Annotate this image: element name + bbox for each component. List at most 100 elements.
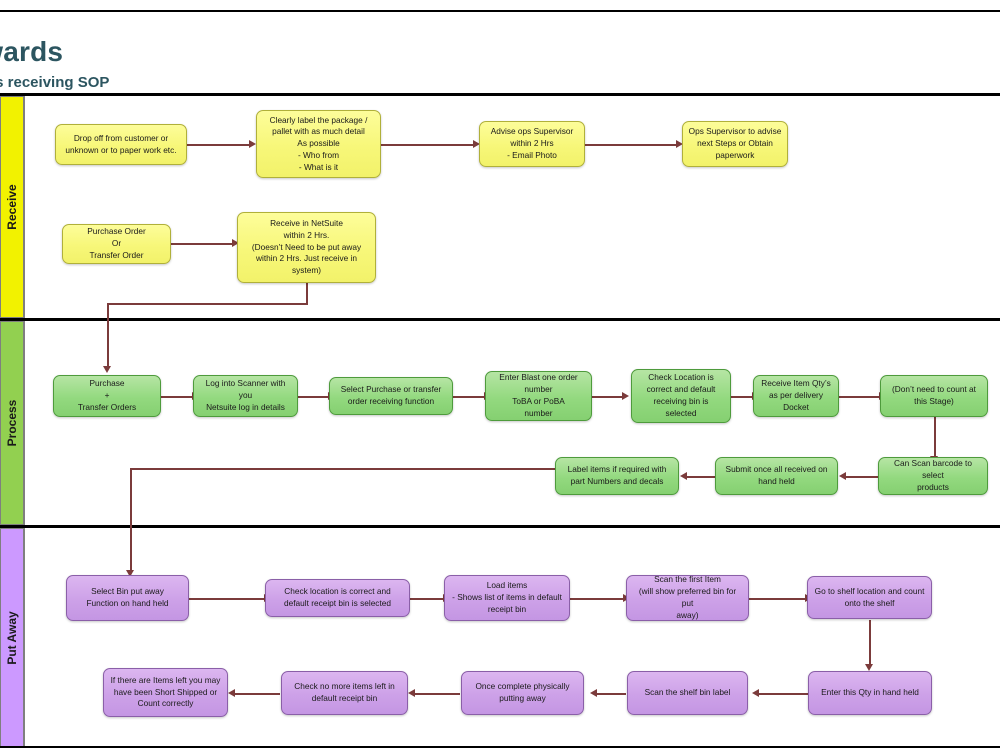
connector-loaditems-to-scanfirst (570, 598, 624, 600)
node-enter-qty[interactable]: Enter this Qty in hand held (808, 671, 932, 715)
node-label: Ops Supervisor to advise next Steps or O… (688, 126, 782, 160)
swimlane-label-process: Process (5, 399, 19, 447)
arrowhead-check-no-more-items (408, 689, 415, 697)
arrowhead-check-location (622, 392, 629, 400)
node-label: Check no more items left in default rece… (294, 681, 395, 703)
swimlane-label-receive: Receive (5, 184, 19, 230)
swimlane-band-process: Process (0, 321, 24, 525)
swimlane-label-putaway: Put Away (5, 611, 19, 665)
connector-scanfirst-to-goshelf (749, 598, 806, 600)
connector-blast-to-check-location (592, 396, 623, 398)
node-label: If there are Items left you may have bee… (110, 674, 221, 709)
node-label: Load items - Shows list of items in defa… (452, 580, 562, 614)
arrowhead-ops-next-steps (676, 140, 683, 148)
top-divider (0, 10, 1000, 12)
node-label: Enter this Qty in hand held (821, 687, 919, 698)
node-check-location[interactable]: Check Location is correct and default re… (631, 369, 731, 423)
connector-dropoff-to-label (187, 144, 250, 146)
node-label: Enter Blast one order number ToBA or PoB… (499, 372, 578, 418)
page-title: Inwards (0, 36, 64, 67)
node-label-items[interactable]: Label items if required with part Number… (555, 457, 679, 495)
connector-enterqty-to-scanbin (758, 693, 808, 695)
node-label-package[interactable]: Clearly label the package / pallet with … (256, 110, 381, 178)
node-label: Receive in NetSuite within 2 Hrs. (Doesn… (251, 218, 362, 276)
node-can-scan-barcode[interactable]: Can Scan barcode to select products (878, 457, 988, 495)
arrowhead-advise-ops (473, 140, 480, 148)
arrowhead-short-shipped (228, 689, 235, 697)
node-short-shipped[interactable]: If there are Items left you may have bee… (103, 668, 228, 717)
node-check-no-more-items[interactable]: Check no more items left in default rece… (281, 671, 408, 715)
arrowhead-submit-once-received (839, 472, 846, 480)
node-label: Scan the shelf bin label (644, 687, 731, 698)
swimlane-band-receive: Receive (0, 96, 24, 318)
arrowhead-once-complete (590, 689, 597, 697)
connector-dontcount-down (934, 417, 936, 457)
arrowhead-scan-shelf-bin-label (752, 689, 759, 697)
node-advise-ops[interactable]: Advise ops Supervisor within 2 Hrs - Ema… (479, 121, 585, 167)
node-drop-off[interactable]: Drop off from customer or unknown or to … (55, 124, 187, 165)
node-scan-shelf-bin-label[interactable]: Scan the shelf bin label (627, 671, 748, 715)
node-go-to-shelf[interactable]: Go to shelf location and count onto the … (807, 576, 932, 619)
arrowhead-purchase-transfer-orders (103, 366, 111, 373)
node-label: Once complete physically putting away (475, 681, 570, 703)
node-label: Clearly label the package / pallet with … (269, 114, 368, 172)
arrowhead-select-bin-put-away (126, 570, 134, 577)
node-dont-count[interactable]: (Don’t need to count at this Stage) (880, 375, 988, 417)
connector-netsuite-left (107, 303, 308, 305)
node-label: Submit once all received on hand held (725, 464, 828, 486)
node-receive-netsuite[interactable]: Receive in NetSuite within 2 Hrs. (Doesn… (237, 212, 376, 283)
node-purchase-transfer-orders[interactable]: Purchase + Transfer Orders (53, 375, 161, 417)
connector-scanner-to-select-fn (298, 396, 329, 398)
node-submit-once-received[interactable]: Submit once all received on hand held (715, 457, 838, 495)
node-log-into-scanner[interactable]: Log into Scanner with you Netsuite log i… (193, 375, 298, 417)
node-label: Receive Item Qty’s as per delivery Docke… (761, 378, 831, 412)
node-label: Check location is correct and default re… (283, 586, 391, 608)
node-scan-first-item[interactable]: Scan the first Item (will show preferred… (626, 574, 749, 621)
node-check-location-receipt[interactable]: Check location is correct and default re… (265, 579, 410, 617)
node-label: Purchase Order Or Transfer Order (87, 226, 146, 260)
connector-qty-to-dont-count (839, 396, 880, 398)
connector-oncecomplete-to-checknomore (414, 693, 460, 695)
connector-netsuite-down (306, 283, 308, 304)
node-ops-next-steps[interactable]: Ops Supervisor to advise next Steps or O… (682, 121, 788, 167)
header-divider (0, 93, 1000, 96)
arrowhead-label-items (680, 472, 687, 480)
node-label: Log into Scanner with you Netsuite log i… (205, 378, 286, 412)
swimlane-process: Process (0, 321, 1000, 525)
connector-advise-to-ops-next (585, 144, 677, 146)
connector-label-to-advise (381, 144, 474, 146)
swimlane-body-process (24, 321, 1000, 525)
node-label: Purchase + Transfer Orders (77, 378, 137, 412)
document-header: Inwards Goods receiving SOP (0, 12, 1000, 92)
node-once-complete[interactable]: Once complete physically putting away (461, 671, 584, 715)
connector-check-location-to-qty (731, 396, 753, 398)
connector-goshelf-down (869, 620, 871, 665)
connector-barcode-to-submit (845, 476, 878, 478)
arrowhead-enter-qty (865, 664, 873, 671)
connector-select-fn-to-blast (453, 396, 485, 398)
connector-checkloc-to-loaditems (410, 598, 444, 600)
connector-pto-to-scanner (161, 396, 193, 398)
node-enter-blast-order[interactable]: Enter Blast one order number ToBA or PoB… (485, 371, 592, 421)
lane-divider-process-putaway (0, 525, 1000, 528)
lane-bottom-border (0, 746, 1000, 748)
arrowhead-receive-netsuite (232, 239, 239, 247)
node-load-items[interactable]: Load items - Shows list of items in defa… (444, 575, 570, 621)
node-label: Go to shelf location and count onto the … (814, 585, 925, 608)
connector-labelitems-left (130, 468, 555, 470)
node-receive-item-qty[interactable]: Receive Item Qty’s as per delivery Docke… (753, 375, 839, 417)
connector-scanbin-to-oncecomplete (596, 693, 626, 695)
lane-divider-receive-process (0, 318, 1000, 321)
node-select-receiving-function[interactable]: Select Purchase or transfer order receiv… (329, 377, 453, 415)
node-purchase-order[interactable]: Purchase Order Or Transfer Order (62, 224, 171, 264)
swimlane-band-putaway: Put Away (0, 528, 24, 748)
node-label: Label items if required with part Number… (567, 464, 667, 486)
node-select-bin-put-away[interactable]: Select Bin put away Function on hand hel… (66, 575, 189, 621)
node-label: Can Scan barcode to select products (894, 458, 972, 492)
node-label: (Don’t need to count at this Stage) (892, 384, 976, 406)
connector-submit-to-label-items (686, 476, 715, 478)
node-label: Advise ops Supervisor within 2 Hrs - Ema… (490, 126, 574, 160)
connector-selectbin-to-checkloc (189, 598, 265, 600)
node-label: Select Purchase or transfer order receiv… (340, 384, 442, 406)
arrowhead-label-package (249, 140, 256, 148)
